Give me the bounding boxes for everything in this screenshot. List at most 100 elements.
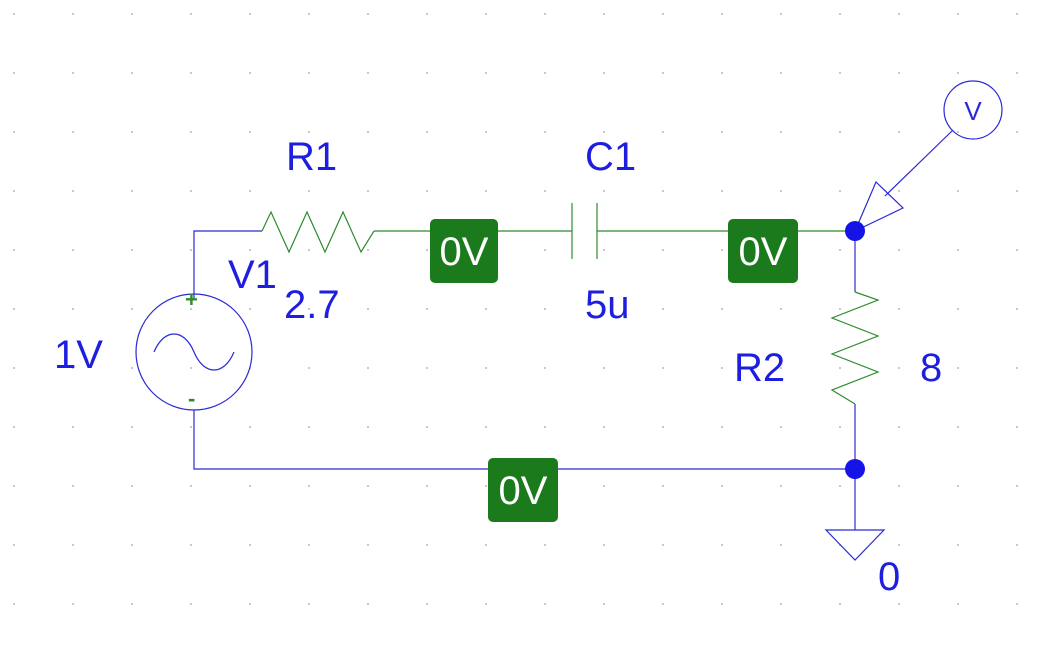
grid-dot — [957, 544, 959, 546]
grid-dot — [1016, 426, 1018, 428]
grid-dot — [780, 13, 782, 15]
grid-dot — [721, 249, 723, 251]
grid-dot — [190, 308, 192, 310]
v1-minus-sign: - — [188, 386, 195, 411]
grid-dot — [898, 485, 900, 487]
grid-dot — [485, 426, 487, 428]
grid-dot — [721, 544, 723, 546]
grid-dot — [72, 131, 74, 133]
grid-dot — [308, 603, 310, 605]
grid-dot — [249, 485, 251, 487]
probe-arrow-icon — [853, 180, 905, 233]
ground-symbol — [824, 529, 886, 561]
grid-dot — [839, 603, 841, 605]
grid-dot — [190, 249, 192, 251]
grid-dot — [426, 485, 428, 487]
grid-dot — [426, 249, 428, 251]
grid-dot — [131, 190, 133, 192]
grid-dot — [485, 72, 487, 74]
grid-dot — [662, 485, 664, 487]
voltage-badge-c1-r2-text: 0V — [739, 230, 788, 274]
grid-dot — [780, 131, 782, 133]
resistor-r1-symbol — [261, 210, 375, 254]
grid-dot — [131, 249, 133, 251]
grid-dot — [72, 72, 74, 74]
grid-dot — [603, 249, 605, 251]
grid-dot — [485, 603, 487, 605]
grid-dot — [544, 131, 546, 133]
grid-dot — [957, 308, 959, 310]
grid-dot — [426, 131, 428, 133]
grid-dot — [898, 308, 900, 310]
grid-dot — [426, 603, 428, 605]
grid-dot — [957, 367, 959, 369]
grid-dot — [1016, 485, 1018, 487]
grid-dot — [308, 131, 310, 133]
grid-dot — [957, 426, 959, 428]
grid-dot — [1016, 13, 1018, 15]
grid-dot — [72, 544, 74, 546]
grid-dot — [485, 131, 487, 133]
wire-bottom-return — [193, 410, 855, 470]
grid-dot — [957, 603, 959, 605]
voltage-probe[interactable]: V — [853, 80, 1003, 233]
grid-dot — [190, 603, 192, 605]
grid-dot — [603, 13, 605, 15]
grid-dot — [426, 544, 428, 546]
grid-dot — [367, 603, 369, 605]
grid-dot — [13, 72, 15, 74]
grid-dot — [1016, 308, 1018, 310]
background-dot-grid — [13, 13, 1018, 605]
grid-dot — [249, 13, 251, 15]
grid-dot — [957, 190, 959, 192]
voltage-badge-ground-wire[interactable]: 0V — [488, 458, 558, 522]
grid-dot — [662, 249, 664, 251]
junction-node-bottom-right[interactable] — [845, 459, 865, 479]
grid-dot — [308, 190, 310, 192]
grid-dot — [426, 190, 428, 192]
grid-dot — [131, 72, 133, 74]
junction-node-top-right[interactable] — [845, 221, 865, 241]
grid-dot — [839, 190, 841, 192]
grid-dot — [13, 426, 15, 428]
grid-dot — [72, 190, 74, 192]
grid-dot — [249, 72, 251, 74]
grid-dot — [662, 426, 664, 428]
grid-dot — [662, 131, 664, 133]
grid-dot — [13, 308, 15, 310]
grid-dot — [839, 13, 841, 15]
grid-dot — [603, 308, 605, 310]
grid-dot — [780, 367, 782, 369]
grid-dot — [131, 13, 133, 15]
grid-dot — [544, 367, 546, 369]
grid-dot — [603, 72, 605, 74]
grid-dot — [13, 190, 15, 192]
grid-dot — [72, 13, 74, 15]
grid-dot — [131, 367, 133, 369]
grid-dot — [72, 603, 74, 605]
grid-dot — [780, 190, 782, 192]
c1-reference-label: C1 — [585, 135, 636, 179]
grid-dot — [308, 249, 310, 251]
grid-dot — [721, 603, 723, 605]
grid-dot — [1016, 544, 1018, 546]
voltage-badge-r1-c1[interactable]: 0V — [430, 219, 498, 283]
grid-dot — [249, 544, 251, 546]
grid-dot — [662, 190, 664, 192]
grid-dot — [367, 308, 369, 310]
grid-dot — [367, 72, 369, 74]
grid-dot — [367, 249, 369, 251]
grid-dot — [249, 249, 251, 251]
grid-dot — [1016, 131, 1018, 133]
grid-dot — [544, 544, 546, 546]
grid-dot — [721, 485, 723, 487]
grid-dot — [839, 485, 841, 487]
grid-dot — [721, 426, 723, 428]
grid-dot — [72, 426, 74, 428]
voltage-badge-c1-r2[interactable]: 0V — [728, 219, 798, 283]
wire-v1-to-r1 — [193, 230, 262, 300]
r2-value-label: 8 — [920, 346, 942, 390]
grid-dot — [190, 72, 192, 74]
grid-dot — [426, 367, 428, 369]
